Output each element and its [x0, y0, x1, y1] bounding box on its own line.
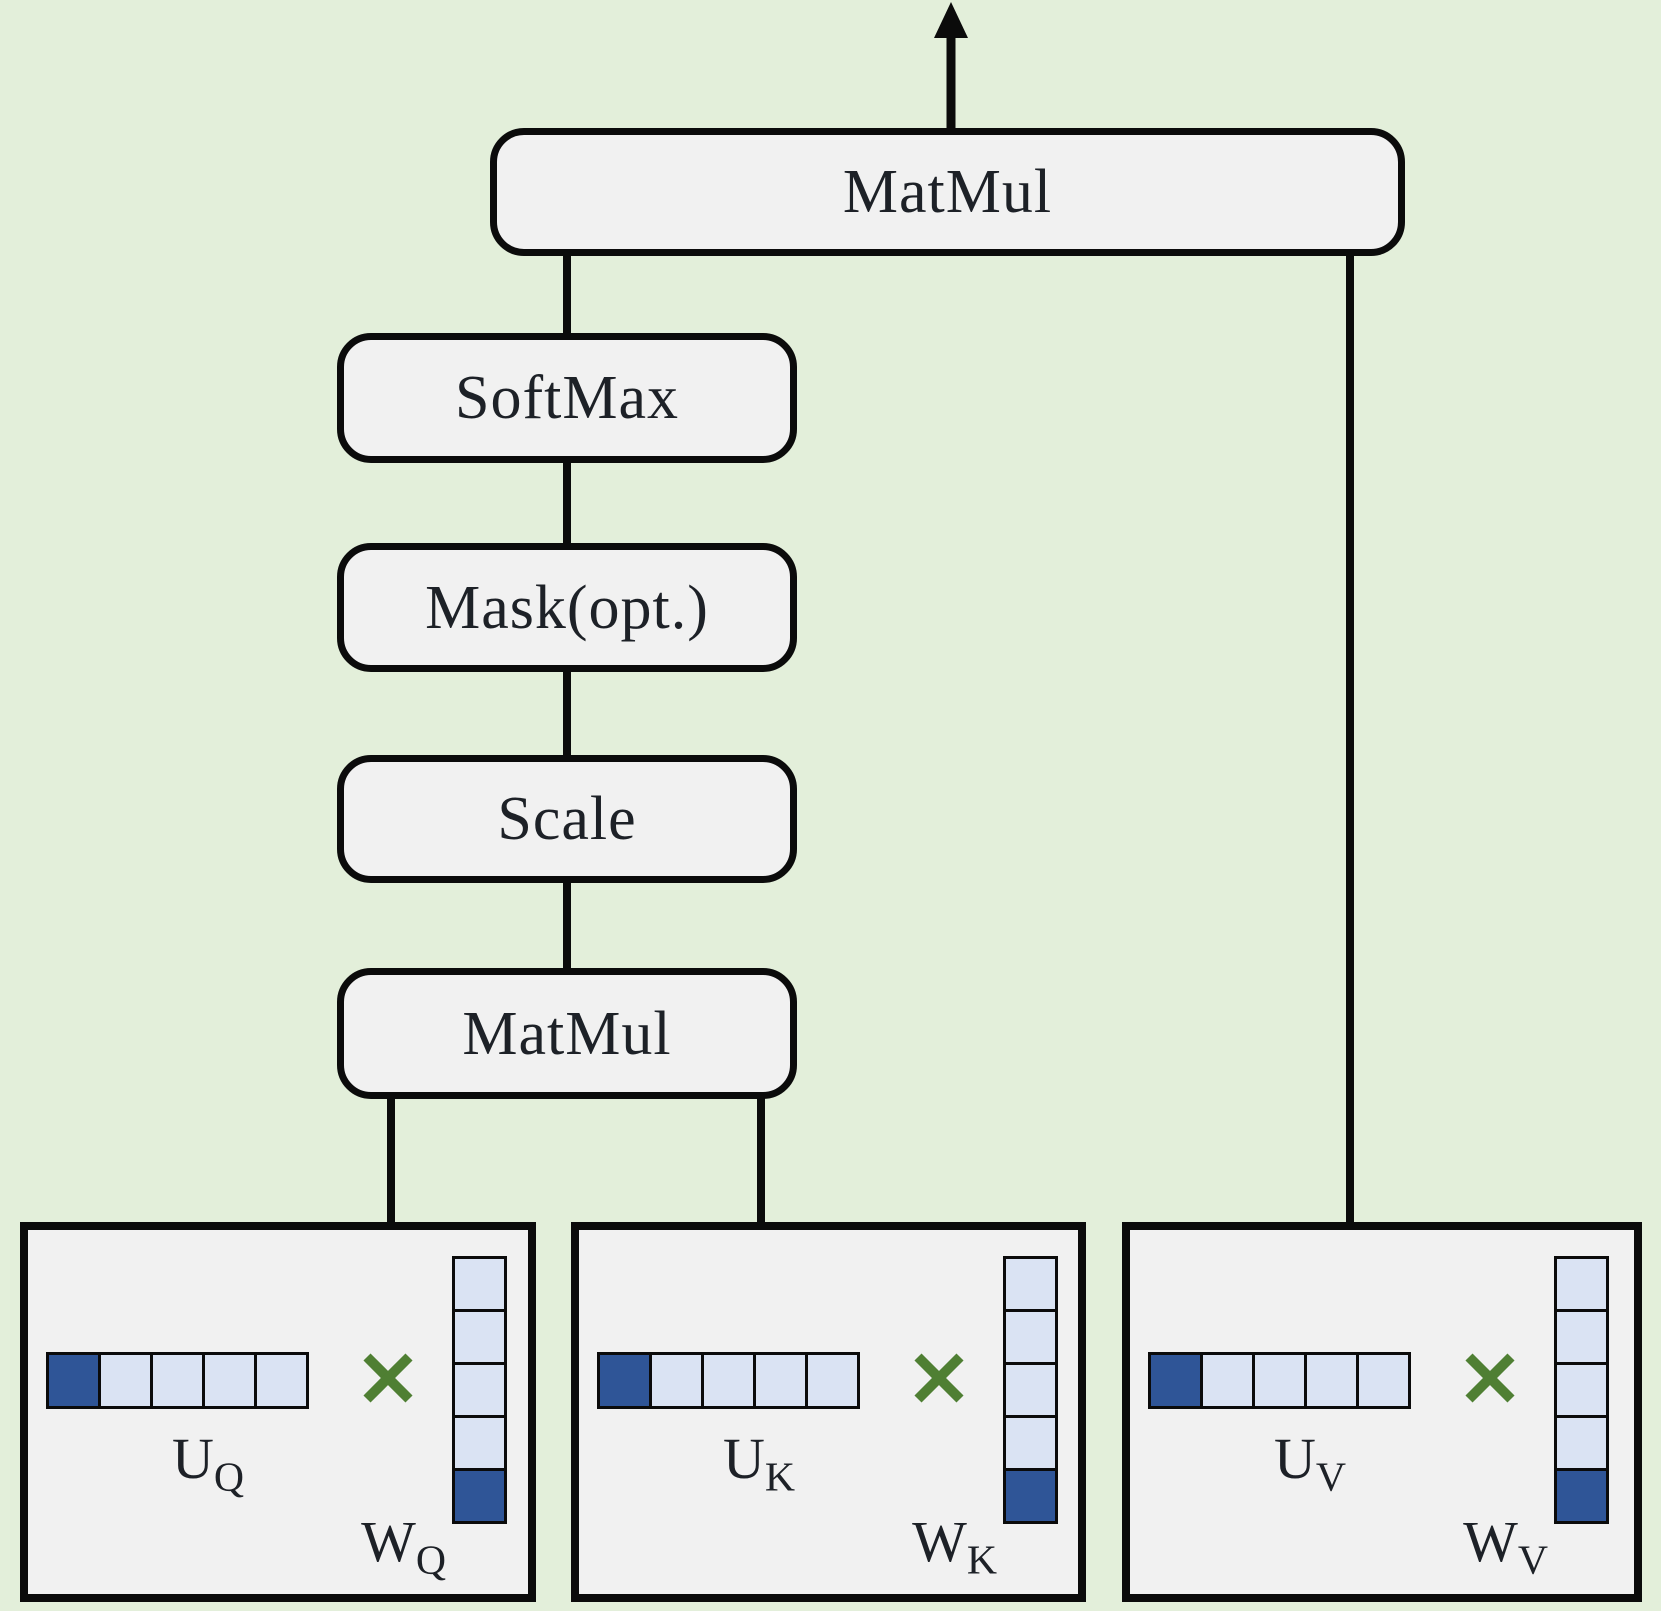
matrix-cell-light [98, 1352, 153, 1409]
matrix-cell-light [1554, 1256, 1609, 1312]
query-weight-vector [452, 1256, 507, 1524]
query-row-vector [46, 1352, 309, 1409]
matrix-cell-dark [1003, 1468, 1058, 1524]
label-base: U [722, 1426, 765, 1491]
value-weight-label: WV [1300, 1513, 1548, 1582]
matrix-cell-light [1356, 1352, 1411, 1409]
panel-key: UK WK [571, 1222, 1086, 1602]
matrix-cell-light [649, 1352, 704, 1409]
multiply-icon [914, 1353, 964, 1403]
label-subscript: V [1315, 1454, 1347, 1501]
key-row-vector [597, 1352, 860, 1409]
label-base: W [912, 1509, 967, 1574]
matrix-cell-light [1554, 1415, 1609, 1471]
matrix-cell-light [1304, 1352, 1359, 1409]
output-arrow-head [934, 2, 968, 38]
matrix-cell-light [150, 1352, 205, 1409]
label-subscript: Q [415, 1537, 446, 1584]
value-row-vector [1148, 1352, 1411, 1409]
matrix-cell-light [452, 1309, 507, 1365]
matrix-cell-light [805, 1352, 860, 1409]
matrix-cell-light [254, 1352, 309, 1409]
query-input-label: UQ [88, 1430, 328, 1499]
value-input-label: UV [1190, 1430, 1430, 1499]
matrix-cell-light [1003, 1362, 1058, 1418]
matrix-cell-light [452, 1256, 507, 1312]
multiply-icon [363, 1353, 413, 1403]
multiply-icon [1465, 1353, 1515, 1403]
value-weight-vector [1554, 1256, 1609, 1524]
flow-box-mask-opt: Mask(opt.) [337, 543, 797, 672]
matrix-cell-light [1252, 1352, 1307, 1409]
label-base: U [1273, 1426, 1316, 1491]
matrix-cell-light [753, 1352, 808, 1409]
panel-value: UV WV [1122, 1222, 1642, 1602]
flow-box-softmax: SoftMax [337, 333, 797, 463]
matrix-cell-dark [1554, 1468, 1609, 1524]
label-subscript: K [966, 1537, 997, 1584]
label-subscript: K [764, 1454, 796, 1501]
label-base: W [361, 1509, 416, 1574]
label-subscript: Q [213, 1454, 245, 1501]
matrix-cell-light [202, 1352, 257, 1409]
matrix-cell-light [452, 1415, 507, 1471]
matrix-cell-light [1003, 1415, 1058, 1471]
key-input-label: UK [639, 1430, 879, 1499]
matrix-cell-light [452, 1362, 507, 1418]
label-base: W [1463, 1509, 1518, 1574]
key-weight-label: WK [749, 1513, 997, 1582]
matrix-cell-dark [597, 1352, 652, 1409]
flow-box-matmul-bottom: MatMul [337, 968, 797, 1099]
query-weight-label: WQ [198, 1513, 446, 1582]
flow-box-matmul-top: MatMul [490, 128, 1405, 256]
label-subscript: V [1517, 1537, 1548, 1584]
label-base: U [171, 1426, 214, 1491]
matrix-cell-light [1554, 1309, 1609, 1365]
matrix-cell-light [1554, 1362, 1609, 1418]
matrix-cell-light [1200, 1352, 1255, 1409]
matrix-cell-light [1003, 1309, 1058, 1365]
matrix-cell-dark [1148, 1352, 1203, 1409]
matrix-cell-dark [452, 1468, 507, 1524]
key-weight-vector [1003, 1256, 1058, 1524]
panel-query: UQ WQ [20, 1222, 536, 1602]
flow-box-scale: Scale [337, 755, 797, 883]
matrix-cell-dark [46, 1352, 101, 1409]
matrix-cell-light [701, 1352, 756, 1409]
matrix-cell-light [1003, 1256, 1058, 1312]
